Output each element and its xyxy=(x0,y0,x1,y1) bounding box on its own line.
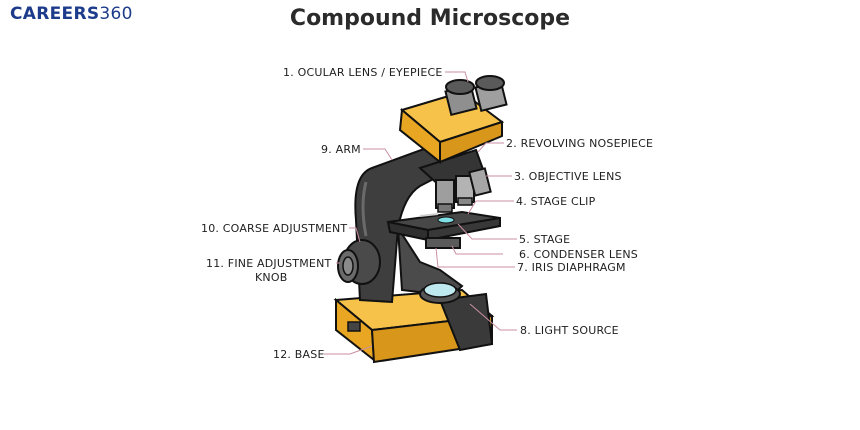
power-switch xyxy=(347,321,361,332)
brand-name: CAREERS xyxy=(10,4,100,24)
label-coarse-adjustment: 10. COARSE ADJUSTMENT xyxy=(201,222,347,235)
label-iris-diaphragm: 7. IRIS DIAPHRAGM xyxy=(517,261,626,274)
label-light-source: 8. LIGHT SOURCE xyxy=(520,324,619,337)
head xyxy=(398,90,505,165)
label-fine-adjustment-line2: KNOB xyxy=(255,271,287,284)
condenser-lens xyxy=(425,237,461,249)
label-revolving-nosepiece: 2. REVOLVING NOSEPIECE xyxy=(506,137,653,150)
stage xyxy=(386,210,501,242)
label-stage-clip: 4. STAGE CLIP xyxy=(516,195,596,208)
light-source xyxy=(419,282,461,304)
label-arm: 9. ARM xyxy=(321,143,361,156)
fine-adjustment-knob xyxy=(337,249,359,283)
brand-logo[interactable]: CAREERS360 xyxy=(10,4,133,24)
label-stage: 5. STAGE xyxy=(519,233,570,246)
leader-lines xyxy=(324,71,517,355)
brand-number: 360 xyxy=(99,4,133,24)
label-condenser-lens: 6. CONDENSER LENS xyxy=(519,248,638,261)
ocular-lens xyxy=(444,75,508,117)
page-title: Compound Microscope xyxy=(289,6,571,31)
stage-clip xyxy=(419,213,439,217)
label-fine-adjustment: 11. FINE ADJUSTMENT xyxy=(206,257,331,270)
label-base: 12. BASE xyxy=(273,348,325,361)
label-objective-lens: 3. OBJECTIVE LENS xyxy=(514,170,622,183)
objective-lenses xyxy=(435,167,492,213)
label-ocular-lens: 1. OCULAR LENS / EYEPIECE xyxy=(283,66,443,79)
